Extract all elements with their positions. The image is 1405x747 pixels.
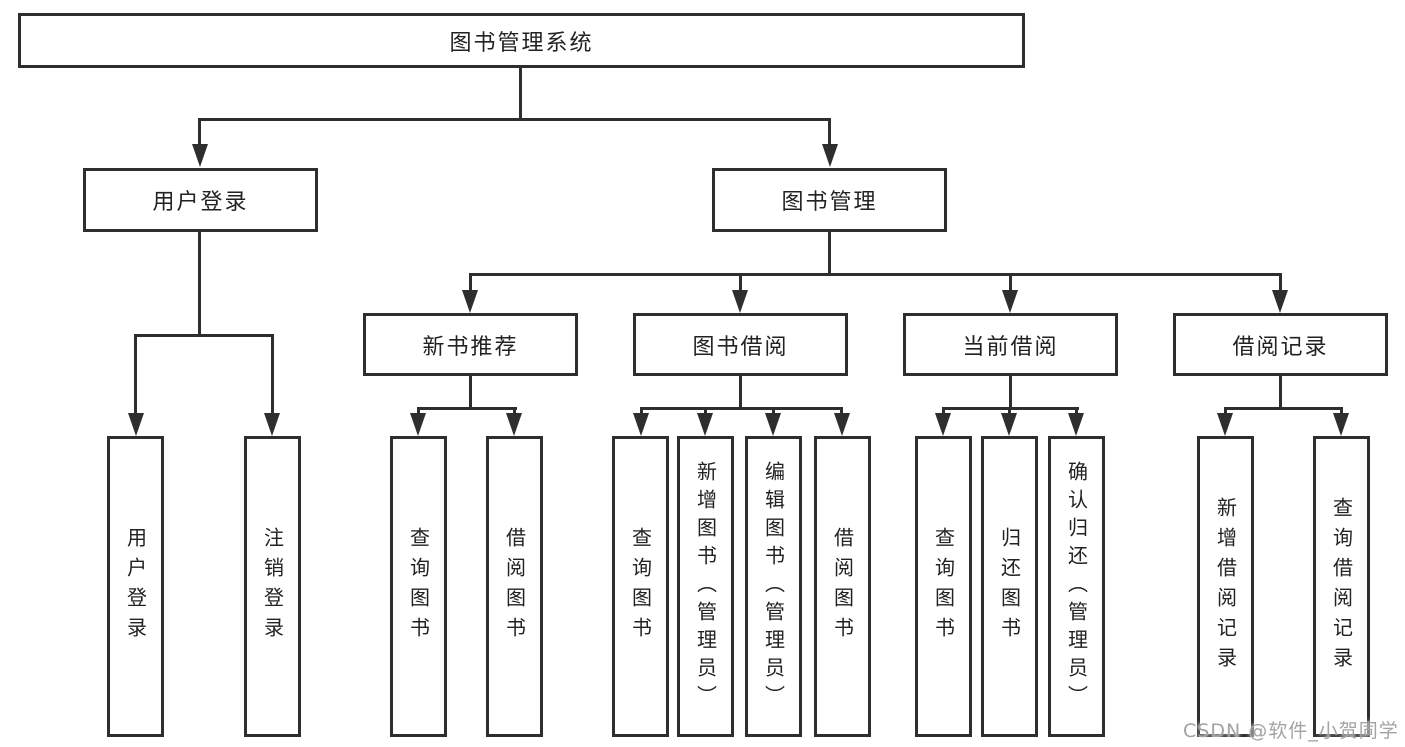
node-new-book-recommend: 新书推荐 [363,313,578,376]
connector-stem [739,273,742,291]
node-label: 借阅记录 [1232,334,1329,360]
connector-userlogin-drop [198,231,201,337]
connector-stem-book-management [828,118,831,145]
leaf-label: 新增图书（管理员） [693,460,718,713]
connector-stem [271,334,274,414]
leaf-label: 查询图书 [628,526,653,647]
node-label: 新书推荐 [422,334,519,360]
connector-stem [513,407,516,414]
leaf-logout-login: 注销登录 [244,436,301,737]
arrowhead-down [1001,413,1017,436]
connector-stem [134,334,137,414]
connector-stem [1008,407,1011,414]
connector-stem [417,407,420,414]
node-borrow-record: 借阅记录 [1173,313,1388,376]
connector-bookmgmt-bus [469,273,1282,276]
leaf-query-borrow-record: 查询借阅记录 [1313,436,1370,737]
leaf-label: 新增借阅记录 [1213,496,1238,677]
leaf-label: 用户登录 [123,526,148,647]
arrowhead-down [192,144,208,167]
leaf-user-login: 用户登录 [107,436,164,737]
arrowhead-down [1217,413,1233,436]
leaf-query-book-borrow: 查询图书 [612,436,669,737]
arrowhead-down [506,413,522,436]
arrowhead-down [1272,290,1288,313]
arrowhead-down [697,413,713,436]
arrowhead-down [410,413,426,436]
arrowhead-down [264,413,280,436]
connector-record-drop [1279,375,1282,410]
leaf-label: 注销登录 [260,526,285,647]
leaf-label: 确认归还（管理员） [1064,460,1089,713]
connector-borrow-drop [739,375,742,410]
arrowhead-down [1002,290,1018,313]
node-book-borrow: 图书借阅 [633,313,848,376]
arrowhead-down [822,144,838,167]
leaf-return-book: 归还图书 [981,436,1038,737]
leaf-add-book-admin: 新增图书（管理员） [677,436,734,737]
leaf-label: 归还图书 [997,526,1022,647]
arrowhead-down [1068,413,1084,436]
connector-stem [469,273,472,291]
connector-bookmgmt-drop [828,231,831,275]
leaf-label: 编辑图书（管理员） [761,460,786,713]
node-label: 用户登录 [152,190,249,215]
connector-stem [640,407,643,414]
connector-stem-user-login [198,118,201,145]
arrowhead-down [128,413,144,436]
node-current-borrow: 当前借阅 [903,313,1118,376]
arrowhead-down [935,413,951,436]
leaf-label: 借阅图书 [830,526,855,647]
arrowhead-down [765,413,781,436]
connector-stem [1009,273,1012,291]
leaf-label: 查询图书 [931,526,956,647]
leaf-borrow-book-recommend: 借阅图书 [486,436,543,737]
connector-root-bus [198,118,831,121]
connector-newbook-bus [417,407,517,410]
leaf-edit-book-admin: 编辑图书（管理员） [745,436,802,737]
leaf-borrow-book: 借阅图书 [814,436,871,737]
connector-stem [772,407,775,414]
arrowhead-down [462,290,478,313]
leaf-label: 查询图书 [406,526,431,647]
connector-stem [840,407,843,414]
leaf-label: 查询借阅记录 [1329,496,1354,677]
connector-newbook-drop [469,375,472,410]
node-label: 图书管理系统 [449,30,594,56]
leaf-add-borrow-record: 新增借阅记录 [1197,436,1254,737]
leaf-label: 借阅图书 [502,526,527,647]
node-root-library-management-system: 图书管理系统 [18,13,1025,68]
connector-stem [1075,407,1078,414]
leaf-confirm-return-admin: 确认归还（管理员） [1048,436,1105,737]
connector-stem [1340,407,1343,414]
arrowhead-down [1333,413,1349,436]
connector-stem [1224,407,1227,414]
connector-stem [1279,273,1282,291]
connector-stem [704,407,707,414]
connector-userlogin-bus [134,334,274,337]
connector-root-drop [519,67,522,121]
node-user-login: 用户登录 [83,168,318,232]
connector-current-drop [1009,375,1012,410]
arrowhead-down [633,413,649,436]
arrowhead-down [834,413,850,436]
node-label: 当前借阅 [962,334,1059,360]
node-book-management: 图书管理 [712,168,947,232]
connector-borrow-bus [640,407,843,410]
connector-stem [942,407,945,414]
leaf-query-book-current: 查询图书 [915,436,972,737]
node-label: 图书管理 [781,190,878,215]
leaf-query-book-recommend: 查询图书 [390,436,447,737]
node-label: 图书借阅 [692,334,789,360]
csdn-watermark: CSDN @软件_小贺同学 [1183,720,1399,742]
arrowhead-down [732,290,748,313]
connector-record-bus [1224,407,1343,410]
